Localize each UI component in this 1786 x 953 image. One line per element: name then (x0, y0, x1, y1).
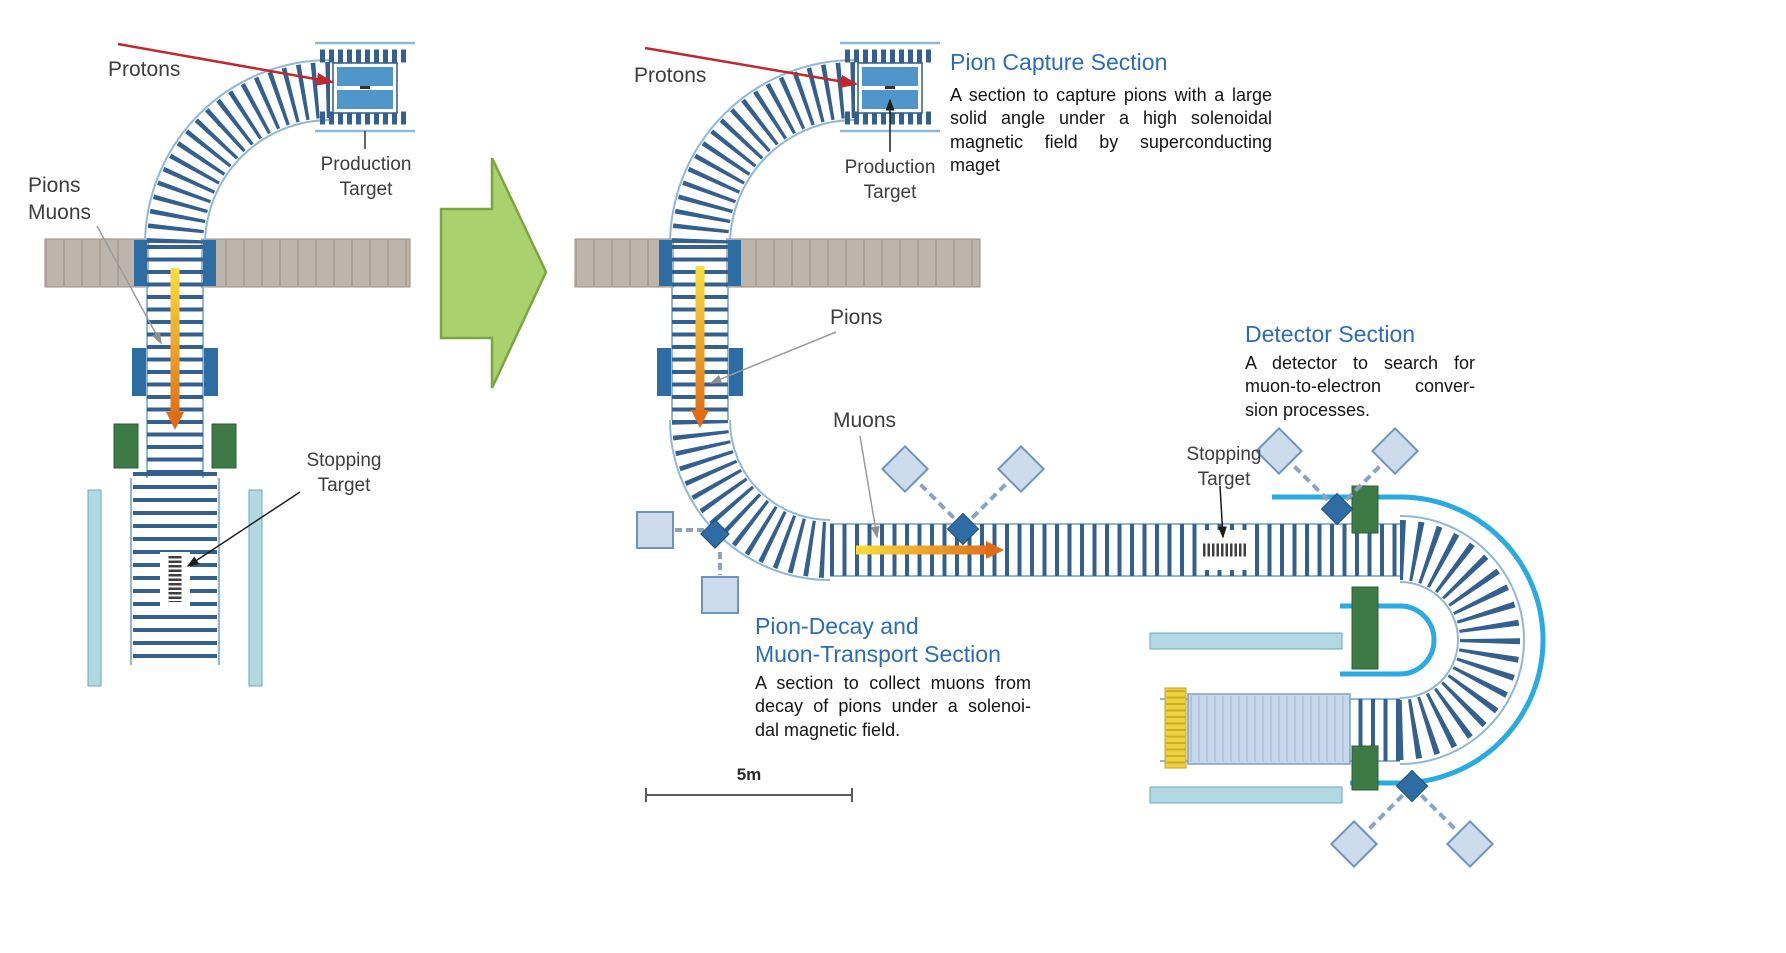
shield-bar (248, 489, 263, 687)
collimator-x-loop-bottom (1329, 769, 1495, 869)
pion-capture-section-body: A section to capture pions with a large … (950, 85, 1272, 176)
collimator-x-loop-top (1254, 426, 1420, 526)
collimator-green (1351, 485, 1379, 534)
transition-arrow (439, 157, 548, 389)
left-beamline (44, 41, 415, 687)
coil-block (657, 348, 671, 396)
pions-muons-pointer (96, 225, 162, 345)
shield-bar (1149, 786, 1343, 804)
shield-bar (1149, 632, 1343, 650)
instrument-bend (636, 511, 739, 614)
left-production-target (315, 41, 415, 149)
muons-pointer (859, 435, 880, 539)
detector-body (1164, 687, 1351, 769)
proton-beam-arrow (644, 46, 859, 88)
collimator-green (113, 423, 139, 469)
pion-beam-arrow (691, 266, 709, 428)
coil-block (203, 240, 216, 286)
right-stopping-target (1197, 530, 1255, 570)
left-stopping-target-label: Stopping Target (306, 450, 382, 496)
left-capture-solenoid (144, 59, 331, 246)
right-production-target-label: Production Target (844, 157, 936, 203)
scale-bar-label: 5m (736, 765, 762, 784)
right-protons-label: Protons (634, 64, 707, 87)
left-protons-label: Protons (108, 58, 181, 81)
right-beamline (574, 41, 1546, 869)
right-muons-label: Muons (833, 409, 897, 432)
collimator-green (1351, 586, 1379, 670)
left-stopping-target (160, 552, 190, 606)
left-shield-wall (44, 237, 411, 289)
muon-beam-arrow (856, 541, 1004, 559)
collimator-x-midline (880, 444, 1046, 546)
pion-decay-section-body: A section to collect muons from decay of… (755, 673, 1031, 740)
muon-transport-horizontal (830, 523, 1400, 577)
detector-section-outline (1272, 494, 1546, 786)
pion-muon-beam-arrow (166, 268, 184, 430)
collimator-green (1351, 745, 1379, 791)
left-production-target-label: Production Target (320, 154, 412, 200)
right-shield-wall (574, 237, 981, 289)
muon-transport-bend (669, 419, 831, 581)
right-stopping-target-label: Stopping Target (1186, 444, 1262, 490)
shield-bar (87, 489, 102, 687)
proton-beam-arrow (117, 42, 335, 86)
stopping-target-pointer (186, 491, 301, 567)
scale-bar (645, 788, 853, 802)
collimator-green (211, 423, 237, 469)
coil-block (728, 240, 741, 286)
left-pions-muons-label: Pions Muons (28, 174, 92, 225)
pion-capture-solenoid (669, 59, 856, 246)
detector-section-title: Detector Section (1245, 321, 1416, 347)
pion-decay-section-title: Pion-Decay and Muon-Transport Section (755, 613, 1001, 668)
stopping-target-pointer (1217, 485, 1227, 539)
right-pions-label: Pions (830, 306, 883, 329)
coil-block (659, 240, 672, 286)
coil-block (132, 348, 146, 396)
detector-section-body: A detector to search for muon-to-electro… (1245, 353, 1475, 420)
coil-block (134, 240, 147, 286)
right-production-target (840, 41, 940, 152)
pion-capture-section-title: Pion Capture Section (950, 49, 1168, 75)
pions-pointer (709, 331, 837, 384)
coil-block (204, 348, 218, 396)
